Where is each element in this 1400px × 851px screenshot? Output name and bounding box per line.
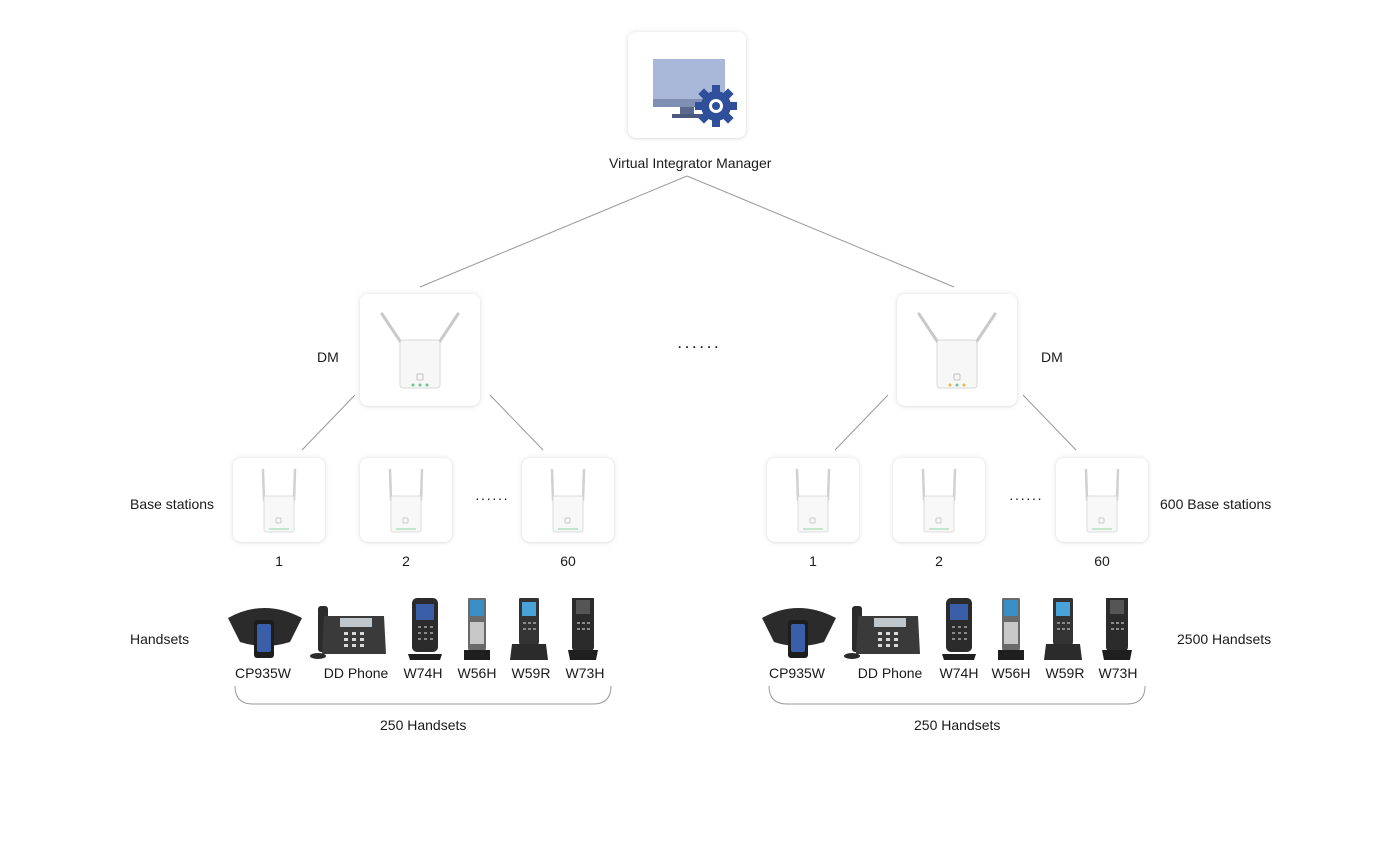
- base-station-icon: [921, 468, 957, 533]
- left-handset-label-w56h: W56H: [457, 665, 497, 681]
- right-base-ellipsis: ······: [1009, 490, 1043, 506]
- w56h-icon: [998, 598, 1024, 660]
- w59r-icon: [1044, 598, 1082, 660]
- left-handset-label-dd-phone: DD Phone: [323, 665, 389, 681]
- monitor-gear-icon: [653, 59, 737, 127]
- right-base-station-60[interactable]: [1056, 458, 1148, 542]
- dd-phone-icon: [844, 606, 920, 659]
- dm-device-icon: [917, 312, 997, 389]
- left-base-ellipsis: ······: [475, 490, 509, 506]
- left-dm-card[interactable]: [360, 294, 480, 406]
- line-rdm-b60: [1022, 394, 1077, 451]
- right-handset-label-dd-phone: DD Phone: [857, 665, 923, 681]
- line-ldm-b60: [489, 394, 544, 451]
- right-handset-label-w59r: W59R: [1045, 665, 1085, 681]
- w59r-icon: [510, 598, 548, 660]
- left-handsets-row-label: Handsets: [130, 631, 190, 647]
- right-brace-label: 250 Handsets: [914, 717, 1001, 733]
- vim-label: Virtual Integrator Manager: [609, 155, 772, 171]
- left-base-row-label: Base stations: [130, 496, 215, 512]
- line-rdm-b1: [834, 394, 889, 451]
- brace-right: [768, 685, 1146, 705]
- base-station-icon: [1084, 468, 1120, 533]
- line-vim-left-dm: [419, 175, 688, 288]
- w73h-icon: [1102, 598, 1132, 660]
- line-ldm-b1: [301, 394, 356, 451]
- left-dm-label: DM: [317, 349, 339, 365]
- cp935w-icon: [762, 608, 836, 658]
- cp935w-icon: [228, 608, 302, 658]
- right-base-row-label: 600 Base stations: [1160, 496, 1272, 512]
- right-handsets-row-label: 2500 Handsets: [1177, 631, 1272, 647]
- right-handset-images: [762, 598, 1132, 660]
- left-base-station-2[interactable]: [360, 458, 452, 542]
- right-dm-label: DM: [1041, 349, 1063, 365]
- left-base-number-2: 2: [402, 553, 410, 569]
- right-handset-label-w74h: W74H: [939, 665, 979, 681]
- w74h-icon: [942, 598, 976, 660]
- right-base-number-2: 2: [935, 553, 943, 569]
- base-station-icon: [550, 468, 586, 533]
- left-base-number-60: 60: [560, 553, 576, 569]
- right-base-number-60: 60: [1094, 553, 1110, 569]
- left-base-number-1: 1: [275, 553, 283, 569]
- base-station-icon: [261, 468, 297, 533]
- brace-left: [234, 685, 612, 705]
- right-base-number-1: 1: [809, 553, 817, 569]
- left-base-station-1[interactable]: [233, 458, 325, 542]
- left-brace-label: 250 Handsets: [380, 717, 467, 733]
- right-base-station-1[interactable]: [767, 458, 859, 542]
- dm-ellipsis: · · · · · ·: [678, 340, 719, 354]
- left-handset-images: [228, 598, 598, 660]
- left-handset-label-w74h: W74H: [403, 665, 443, 681]
- base-station-icon: [388, 468, 424, 533]
- right-handset-label-w56h: W56H: [991, 665, 1031, 681]
- right-dm-card[interactable]: [897, 294, 1017, 406]
- vim-card[interactable]: [628, 32, 746, 138]
- dm-device-icon: [380, 312, 460, 389]
- dd-phone-icon: [310, 606, 386, 659]
- left-handset-label-cp935w: CP935W: [234, 665, 292, 681]
- base-station-icon: [795, 468, 831, 533]
- left-handset-label-w73h: W73H: [565, 665, 605, 681]
- w74h-icon: [408, 598, 442, 660]
- line-vim-right-dm: [686, 175, 955, 288]
- right-base-station-2[interactable]: [893, 458, 985, 542]
- right-handset-label-w73h: W73H: [1098, 665, 1138, 681]
- w73h-icon: [568, 598, 598, 660]
- right-handset-label-cp935w: CP935W: [768, 665, 826, 681]
- left-handset-label-w59r: W59R: [511, 665, 551, 681]
- w56h-icon: [464, 598, 490, 660]
- left-base-station-60[interactable]: [522, 458, 614, 542]
